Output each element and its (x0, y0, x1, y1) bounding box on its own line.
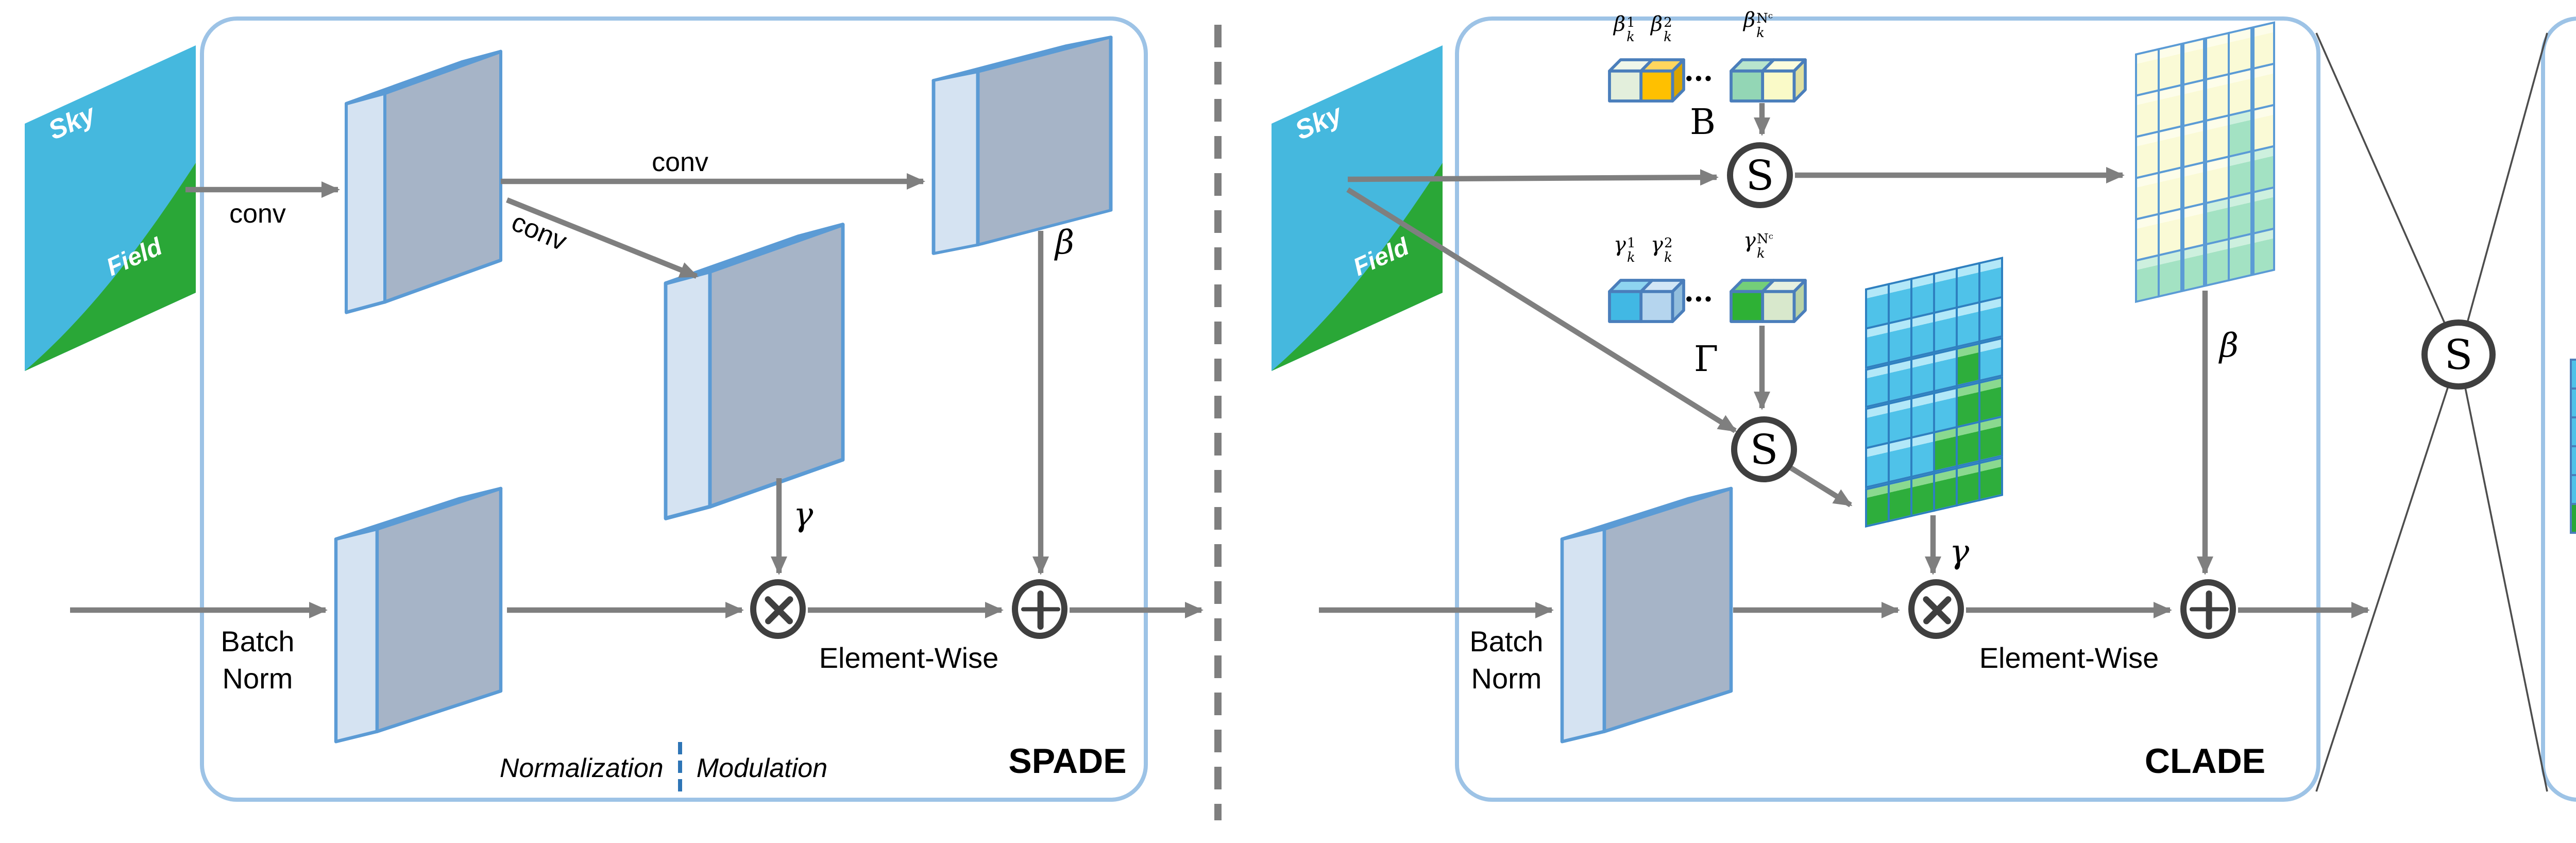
ellipsis: ••• (1686, 68, 1715, 89)
multiply-op (750, 579, 806, 639)
feature-block-facet (1602, 486, 1733, 733)
gamma-label: γ (1950, 532, 1970, 571)
param-box-facet (1730, 290, 1765, 323)
batch-norm-label: Batch Norm (1469, 625, 1544, 694)
multiply-op (1908, 579, 1964, 639)
zoom-line (2458, 32, 2548, 355)
param-box-pair (1730, 279, 1807, 323)
beta-label: β (2219, 326, 2239, 365)
normalization-label: Normalization (499, 751, 664, 782)
add-op (1012, 579, 1067, 639)
clade-title: CLADE (2144, 742, 2266, 781)
b-operator-label: B (1690, 103, 1716, 144)
feature-block-facet (383, 49, 502, 304)
zoom-line (2458, 354, 2548, 792)
feature-block-facet (375, 486, 503, 733)
feature-block (1560, 486, 1733, 744)
conv-arrow-3 (506, 197, 699, 279)
feature-block (931, 36, 1113, 255)
element-wise-label: Element-Wise (819, 641, 999, 674)
modulation-label: Modulation (696, 751, 828, 782)
gamma-operator-label: Γ (1694, 340, 1719, 381)
seg-to-sampler-b (1347, 169, 1719, 186)
sampler-circle-gamma: S (1731, 416, 1797, 482)
footer-caption: Normalization Modulation (457, 742, 870, 791)
field-region (1272, 163, 1443, 371)
feature-block (664, 223, 845, 520)
feature-block (334, 486, 503, 744)
batch-norm-label: Batch Norm (221, 625, 295, 694)
param-box-facet (1730, 69, 1765, 103)
zoom-line (2315, 354, 2460, 792)
seg-to-sampler-g (1346, 187, 1737, 433)
spade-title: SPADE (1008, 742, 1127, 781)
feature-block (345, 49, 502, 314)
feature-block-facet (708, 223, 845, 509)
beta-label: β (1055, 223, 1074, 262)
gamma-label: γ (793, 495, 814, 534)
sampler-circle-beta: S (1727, 142, 1793, 208)
conv-label: conv (652, 146, 708, 177)
sampler-to-gamma-grid (1789, 465, 1853, 508)
ellipsis: ••• (1686, 289, 1715, 309)
param-box-facet (1608, 69, 1643, 103)
sampler-circle-expanded: S (2421, 319, 2496, 390)
segmentation-map: Sky Field (25, 45, 196, 371)
field-region (25, 163, 196, 371)
param-box-pair (1608, 279, 1685, 323)
param-box-facet (1639, 69, 1674, 103)
conv-label: conv (229, 198, 286, 229)
add-op (2180, 579, 2236, 639)
zoom-line (2315, 32, 2460, 355)
element-wise-label: Element-Wise (1979, 641, 2159, 674)
param-box-facet (1639, 290, 1674, 323)
m-map-grid (2570, 359, 2576, 533)
footer-divider (677, 742, 682, 791)
param-box-pair (1730, 58, 1807, 103)
param-box-facet (1761, 69, 1796, 103)
param-box-facet (1608, 290, 1643, 323)
param-box-pair (1608, 58, 1685, 103)
segmentation-map: Sky Field (1272, 45, 1443, 371)
param-box-facet (1761, 290, 1796, 323)
grid-cell (2570, 503, 2576, 533)
feature-block-facet (976, 36, 1113, 246)
